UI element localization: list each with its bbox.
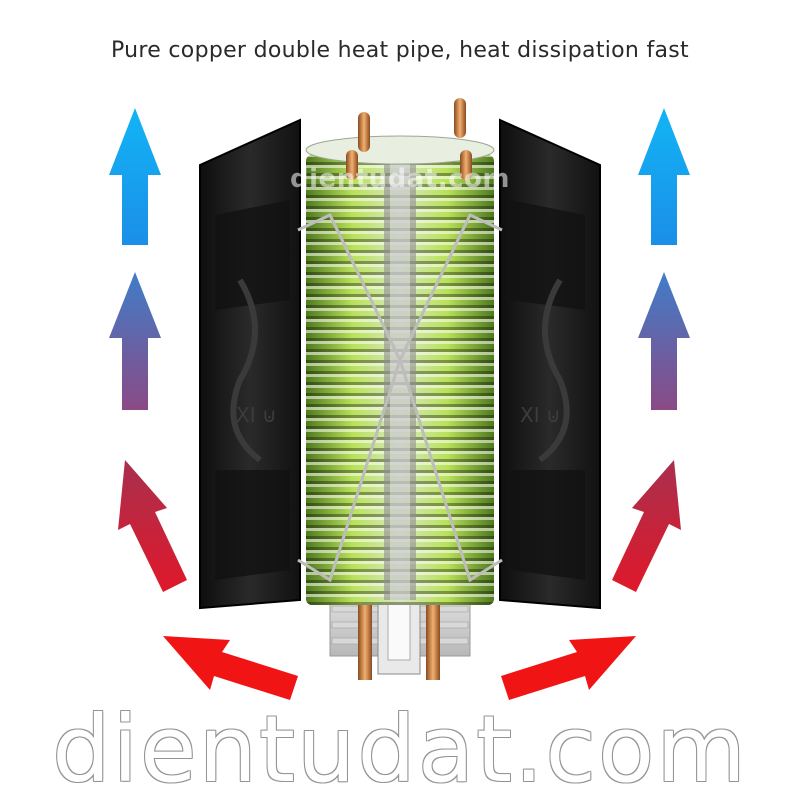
diagonal-arrow-icon: [118, 460, 187, 592]
left-airflow-arrows: [109, 108, 298, 700]
up-arrow-icon: [109, 272, 161, 410]
fan-marking-left: XI ⊍: [236, 403, 277, 427]
right-fan: XI ⊍: [499, 118, 601, 610]
left-fan: XI ⊍: [199, 118, 301, 610]
heatsink-fins: [305, 135, 495, 605]
fan-marking-right: XI ⊍: [520, 403, 561, 427]
watermark-small: dientudat.com: [290, 164, 510, 194]
right-airflow-arrows: [501, 108, 690, 700]
diagonal-arrow-icon: [501, 636, 636, 700]
heat-pipe-tips: [346, 98, 472, 180]
diagonal-arrow-icon: [163, 636, 298, 700]
watermark-large: dientudat.com: [52, 696, 748, 803]
up-arrow-icon: [109, 108, 161, 245]
up-arrow-icon: [638, 108, 690, 245]
diagonal-arrow-icon: [612, 460, 681, 592]
up-arrow-icon: [638, 272, 690, 410]
fan-clips: [297, 213, 503, 583]
headline: Pure copper double heat pipe, heat dissi…: [111, 38, 689, 63]
